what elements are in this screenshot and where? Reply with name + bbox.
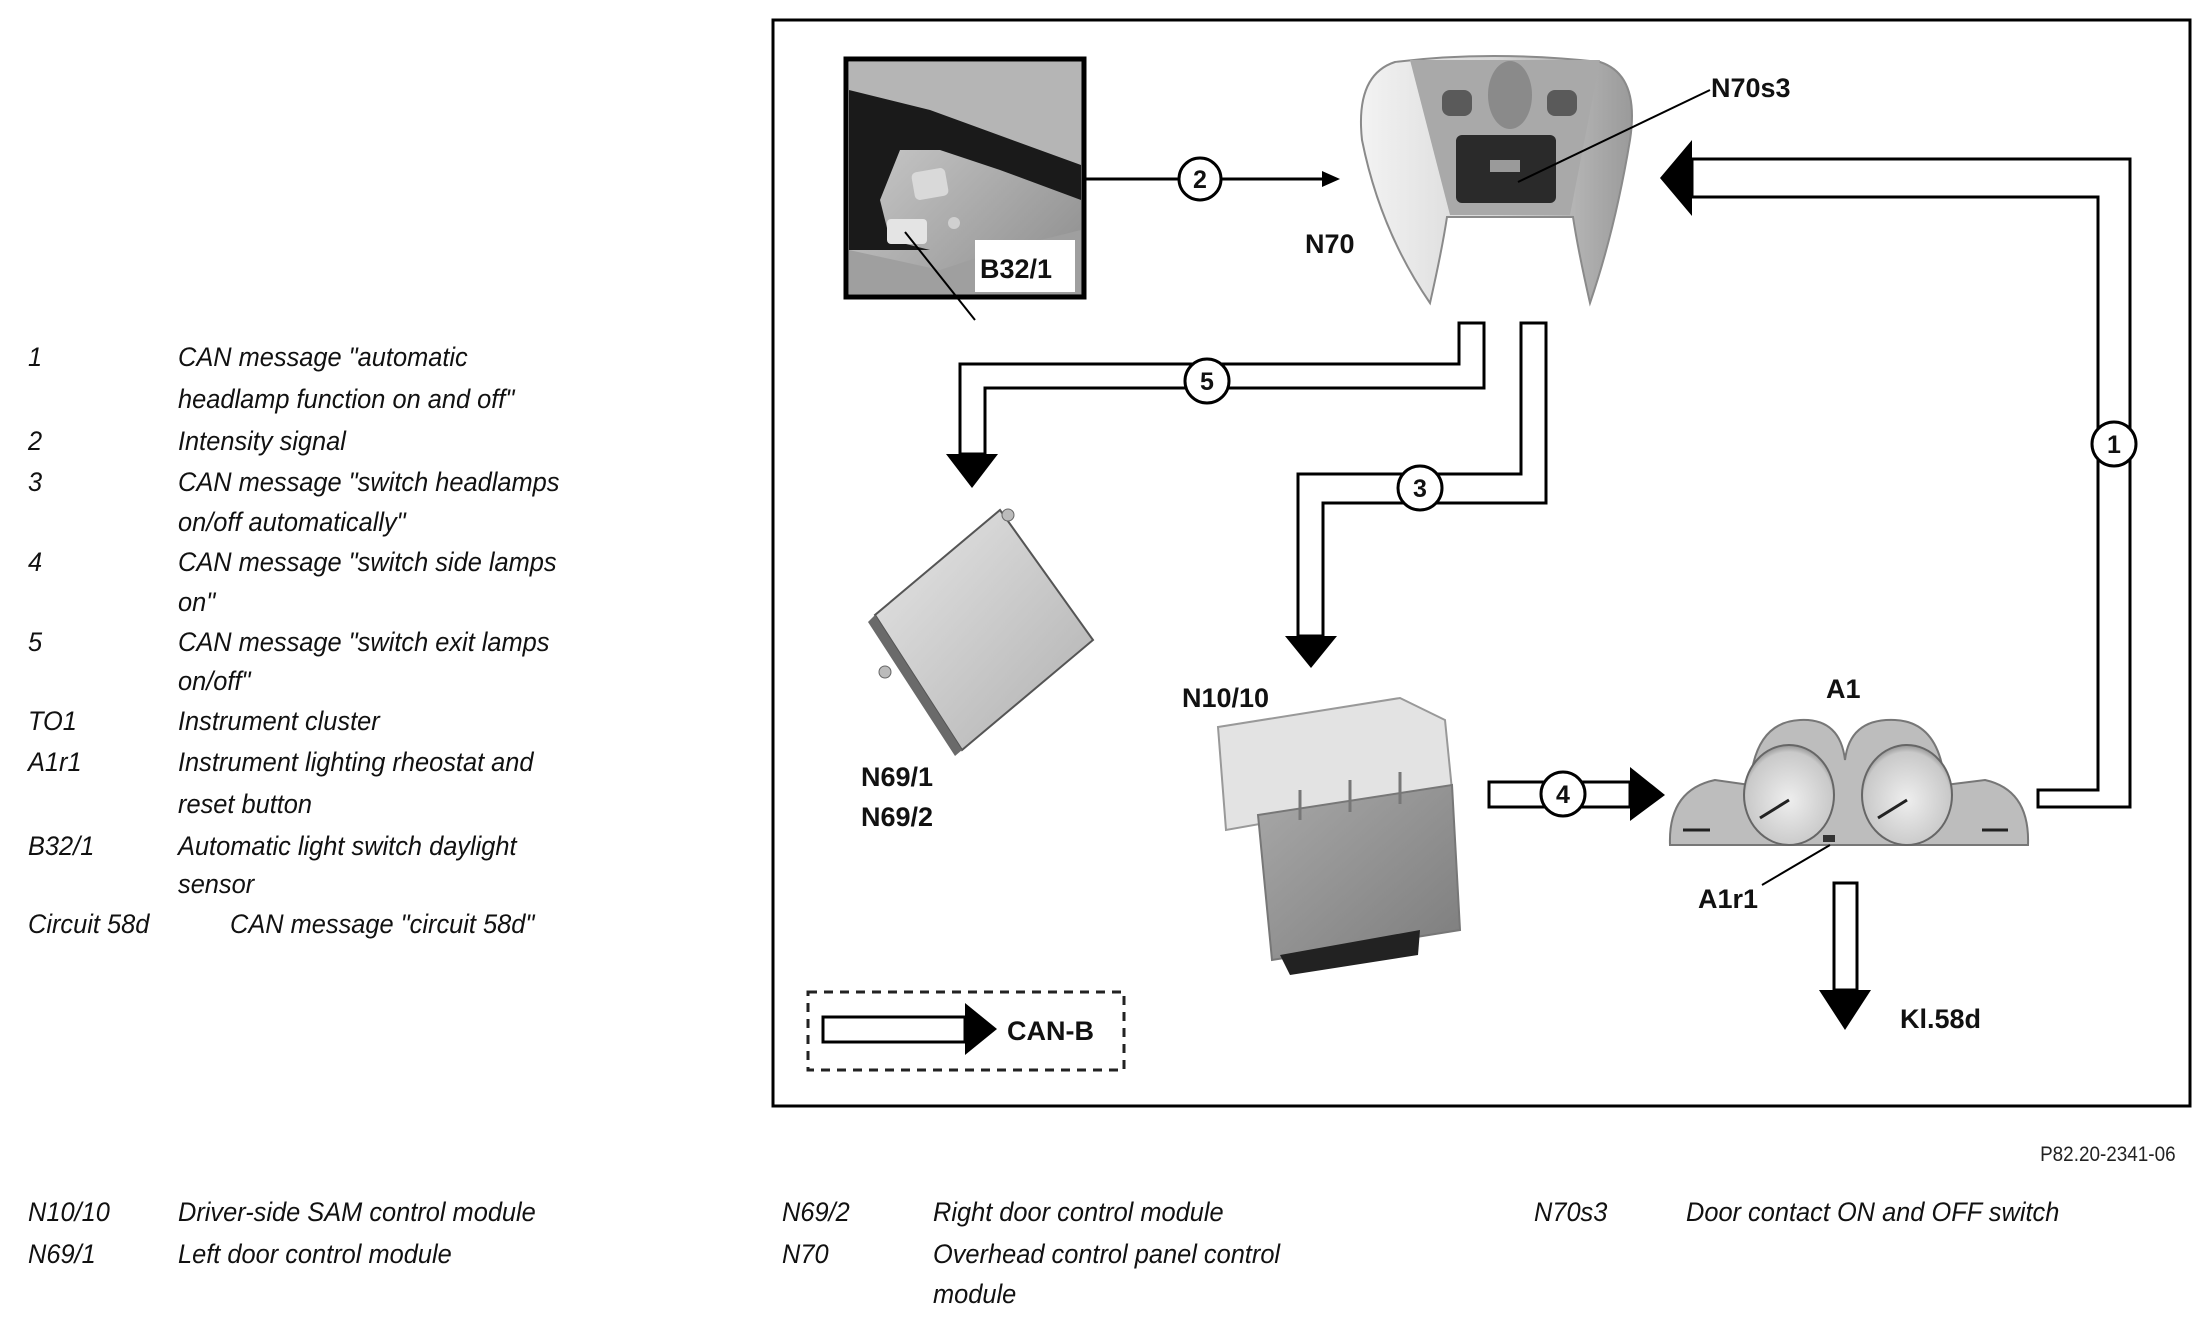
legend-description: Overhead control panel control	[933, 1239, 1281, 1269]
legend-description: CAN message "switch headlamps	[178, 467, 560, 497]
legend-key: N70	[782, 1239, 829, 1269]
legend-description: on/off automatically"	[178, 507, 406, 537]
legend-description: Left door control module	[178, 1239, 452, 1269]
n70-label: N70	[1305, 229, 1355, 259]
legend-key: N10/10	[28, 1197, 110, 1227]
signal-4-number: 4	[1556, 781, 1570, 809]
kl58d-arrow	[1819, 881, 1871, 1030]
legend-key: 1	[28, 342, 43, 372]
legend-key: B32/1	[28, 831, 95, 861]
legend-key: N70s3	[1534, 1197, 1608, 1227]
signal-1-number: 1	[2107, 431, 2121, 459]
can-b-label: CAN-B	[1007, 1016, 1094, 1046]
legend-description: Instrument lighting rheostat and	[178, 747, 534, 777]
legend-description: CAN message "automatic	[178, 342, 468, 372]
b32-1-label: B32/1	[980, 254, 1052, 284]
signal-1-arrow	[1660, 140, 2138, 809]
legend-key: 5	[28, 627, 43, 657]
n69-2-label: N69/2	[861, 802, 933, 832]
legend-key: Circuit 58d	[28, 909, 150, 939]
a1r1-label: A1r1	[1698, 884, 1758, 914]
legend-key: N69/2	[782, 1197, 850, 1227]
legend-key: 3	[28, 467, 43, 497]
n69-1-label: N69/1	[861, 762, 933, 792]
a1-label: A1	[1826, 674, 1861, 704]
legend-key: A1r1	[28, 747, 82, 777]
signal-5-number: 5	[1200, 368, 1214, 396]
legend-key: TO1	[28, 706, 77, 736]
signal-3-number: 3	[1413, 475, 1427, 503]
legend-description: CAN message "switch exit lamps	[178, 627, 550, 657]
n69-door-module	[868, 508, 1095, 756]
legend-description: Automatic light switch daylight	[178, 831, 517, 861]
n10-10-sam-module	[1216, 696, 1462, 975]
legend-description: on"	[178, 587, 216, 617]
legend-description: Instrument cluster	[178, 706, 380, 736]
legend-description: Right door control module	[933, 1197, 1224, 1227]
legend-description: CAN message "circuit 58d"	[230, 909, 535, 939]
legend-key: 2	[28, 426, 43, 456]
signal-2-arrow	[1084, 156, 1340, 202]
n10-10-label: N10/10	[1182, 683, 1269, 713]
legend-description: on/off"	[178, 666, 251, 696]
signal-4-arrow	[1487, 767, 1665, 821]
legend-description: sensor	[178, 869, 255, 899]
legend-key: 4	[28, 547, 43, 577]
figure-code: P82.20-2341-06	[2040, 1143, 2176, 1166]
signal-3-arrow	[1285, 321, 1548, 668]
n70s3-label: N70s3	[1711, 73, 1791, 103]
legend-description: reset button	[178, 789, 313, 819]
signal-5-arrow	[946, 321, 1486, 488]
legend-description: Intensity signal	[178, 426, 346, 456]
n70-overhead-panel	[1360, 55, 1711, 307]
legend-description: module	[933, 1279, 1017, 1309]
signal-2-number: 2	[1193, 166, 1207, 194]
legend-key: N69/1	[28, 1239, 96, 1269]
can-b-key-box	[806, 990, 1126, 1072]
a1-instrument-cluster	[1668, 718, 2030, 886]
diagram-frame	[771, 18, 2192, 1108]
b32-1-sensor-photo	[843, 56, 1087, 321]
kl58d-label: Kl.58d	[1900, 1004, 1981, 1034]
legend-description: headlamp function on and off"	[178, 384, 515, 414]
legend-description: Door contact ON and OFF switch	[1686, 1197, 2060, 1227]
legend-description: CAN message "switch side lamps	[178, 547, 557, 577]
legend-description: Driver-side SAM control module	[178, 1197, 536, 1227]
